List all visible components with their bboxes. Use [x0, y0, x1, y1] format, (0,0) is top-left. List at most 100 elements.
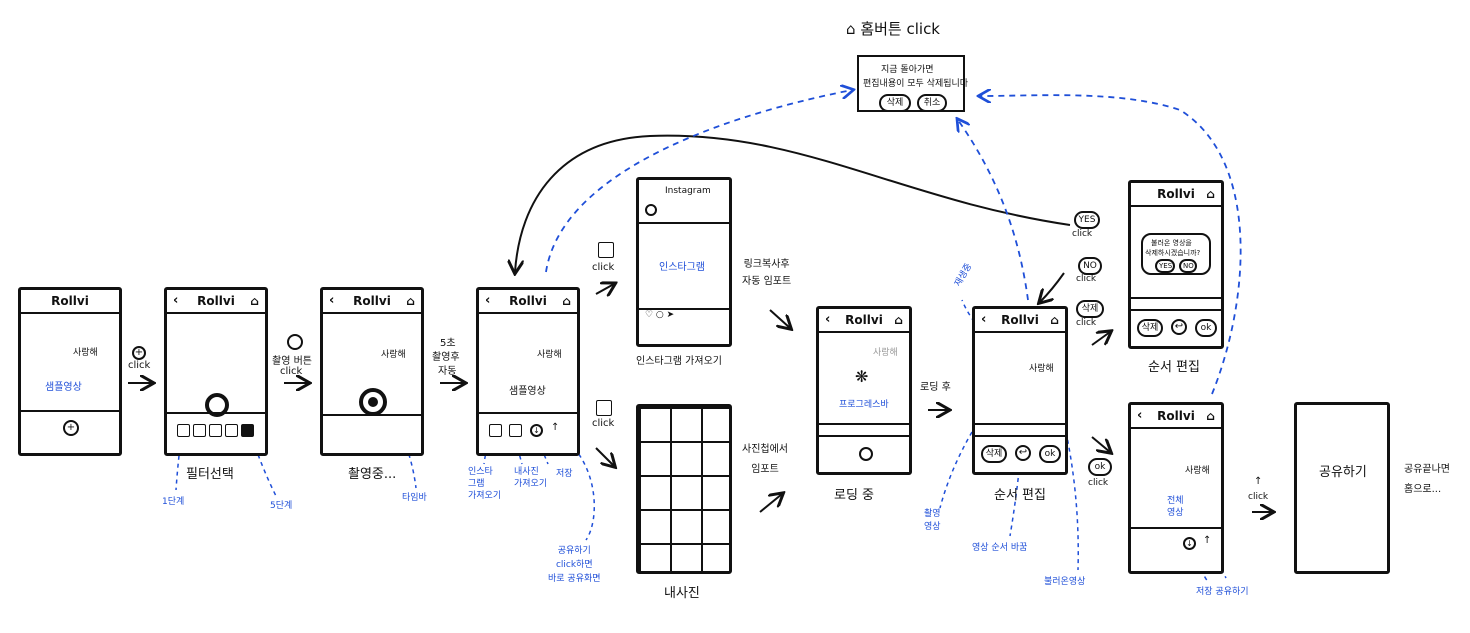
modal-yes-button[interactable]: YES [1155, 259, 1175, 273]
share-icon[interactable]: ↑ [551, 422, 560, 433]
full-video-l1: 전체 [1167, 496, 1184, 506]
no-click: click [1076, 274, 1097, 284]
action-icons: ♡ ○ ➤ [645, 310, 675, 320]
home-icon[interactable]: ⌂ [1050, 313, 1059, 327]
plus-icon[interactable]: + [63, 420, 79, 436]
modal-no-button[interactable]: NO [1179, 259, 1197, 273]
back-icon[interactable]: ‹ [485, 293, 491, 308]
app-header: Rollvi⌂ [1131, 183, 1221, 207]
insta-click-label: click [592, 262, 615, 273]
app-header: ‹Rollvi⌂ [975, 309, 1065, 333]
home-icon[interactable]: ⌂ [1206, 409, 1215, 423]
screen-gallery [636, 404, 732, 574]
delete-button[interactable]: 삭제 [981, 445, 1007, 463]
instagram-header: Instagram [665, 186, 711, 196]
screen-final: ‹Rollvi⌂ 사랑해 전체 영상 ↓ ↑ [1128, 402, 1224, 574]
home-arrow-edit [958, 120, 1029, 301]
after5-l3: 자동 [438, 366, 457, 377]
reorder-icon [859, 447, 873, 461]
level1-label: 1단계 [162, 497, 185, 507]
speech-bubble: 사랑해 [537, 350, 562, 360]
after5-l2: 촬영후 [432, 352, 460, 363]
home-icon[interactable]: ⌂ [406, 294, 415, 308]
arrow-link [769, 309, 790, 328]
ok-click: click [1088, 478, 1109, 488]
download-icon[interactable]: ↓ [1183, 537, 1196, 550]
home-icon: ⌂ [846, 20, 856, 38]
yes-pill: YES [1074, 211, 1100, 229]
after5-l1: 5초 [440, 338, 456, 349]
arrow-album [759, 494, 782, 513]
dialog-delete-button[interactable]: 삭제 [879, 94, 911, 112]
loading-caption: 로딩 중 [834, 488, 875, 503]
yes-click: click [1072, 229, 1093, 239]
full-video-l2: 영상 [1167, 508, 1184, 518]
speech-bubble: 사랑해 [1029, 364, 1054, 374]
dialog-line2: 편집내용이 모두 삭제됩니다 [863, 79, 969, 89]
delete-modal: 불러온 영상을 삭제하시겠습니까? YES NO [1141, 233, 1211, 275]
filter-5[interactable] [241, 424, 254, 437]
gallery-icon [596, 400, 612, 416]
screen-instagram: Instagram 인스타그램 ♡ ○ ➤ [636, 177, 732, 347]
record-circle-icon [287, 334, 303, 350]
delete-button[interactable]: 삭제 [1137, 319, 1163, 337]
app-header: ‹Rollvi⌂ [323, 290, 421, 314]
gallery-icon[interactable] [509, 424, 522, 437]
home-icon[interactable]: ⌂ [1206, 187, 1215, 201]
share-title: 공유하기 [1319, 465, 1367, 480]
download-icon[interactable]: ↓ [530, 424, 543, 437]
app-header: ‹Rollvi⌂ [479, 290, 577, 314]
home-icon[interactable]: ⌂ [562, 294, 571, 308]
filter-3[interactable] [209, 424, 222, 437]
speech-bubble: 사랑해 [1185, 466, 1210, 476]
recording-button[interactable] [359, 388, 387, 416]
filter-4[interactable] [225, 424, 238, 437]
home-arrow-right [980, 95, 1242, 395]
filter-2[interactable] [193, 424, 206, 437]
dialog-cancel-button[interactable]: 취소 [917, 94, 947, 112]
record-button[interactable] [205, 393, 229, 417]
level5-label: 5단계 [270, 501, 293, 511]
share-icon[interactable]: ↑ [1203, 535, 1212, 546]
sample-video-label: 샘플영상 [509, 386, 546, 397]
filter-1[interactable] [177, 424, 190, 437]
no-pill: NO [1078, 257, 1102, 275]
instagram-icon[interactable] [489, 424, 502, 437]
modal-q2: 삭제하시겠습니까? [1145, 249, 1201, 257]
reorder-caption: 순서 편집 [1148, 360, 1200, 375]
home-icon[interactable]: ⌂ [250, 294, 259, 308]
back-icon[interactable]: ‹ [981, 312, 987, 327]
profile-avatar [645, 204, 657, 216]
delete-click: click [1076, 318, 1097, 328]
screen-loading: ‹Rollvi⌂ 사랑해 ❋ 프로그레스바 [816, 306, 912, 475]
plus-icon: + [132, 346, 146, 360]
reorder-icon[interactable]: ↩ [1015, 445, 1031, 461]
home-arrow-left [545, 90, 852, 273]
speech-bubble: 사랑해 [73, 348, 98, 358]
screen-reorder: Rollvi⌂ 불러온 영상을 삭제하시겠습니까? YES NO 삭제 ↩ ok [1128, 180, 1224, 349]
arrow-ok [1091, 436, 1110, 452]
recorded-line [939, 431, 973, 509]
arrow-gallery [595, 447, 614, 466]
back-icon[interactable]: ‹ [1137, 408, 1143, 423]
screen-home: Rollvi 사랑해 샘플영상 + [18, 287, 122, 456]
back-icon[interactable]: ‹ [173, 293, 179, 308]
arrow-delete [1091, 332, 1110, 346]
back-icon[interactable]: ‹ [825, 312, 831, 327]
delete-confirm-dialog: 지금 돌아가면 편집내용이 모두 삭제됩니다 삭제 취소 [857, 55, 969, 112]
reorder-icon[interactable]: ↩ [1171, 319, 1187, 335]
screen-filter: ‹Rollvi⌂ [164, 287, 268, 456]
ok-button[interactable]: ok [1195, 319, 1217, 337]
home-icon[interactable]: ⌂ [894, 313, 903, 327]
app-header: ‹Rollvi⌂ [1131, 405, 1221, 429]
loaded-video-label: 불러온영상 [1044, 577, 1086, 587]
modal-q1: 불러온 영상을 [1151, 239, 1192, 247]
ok-button[interactable]: ok [1039, 445, 1061, 463]
back-icon[interactable]: ‹ [329, 293, 335, 308]
